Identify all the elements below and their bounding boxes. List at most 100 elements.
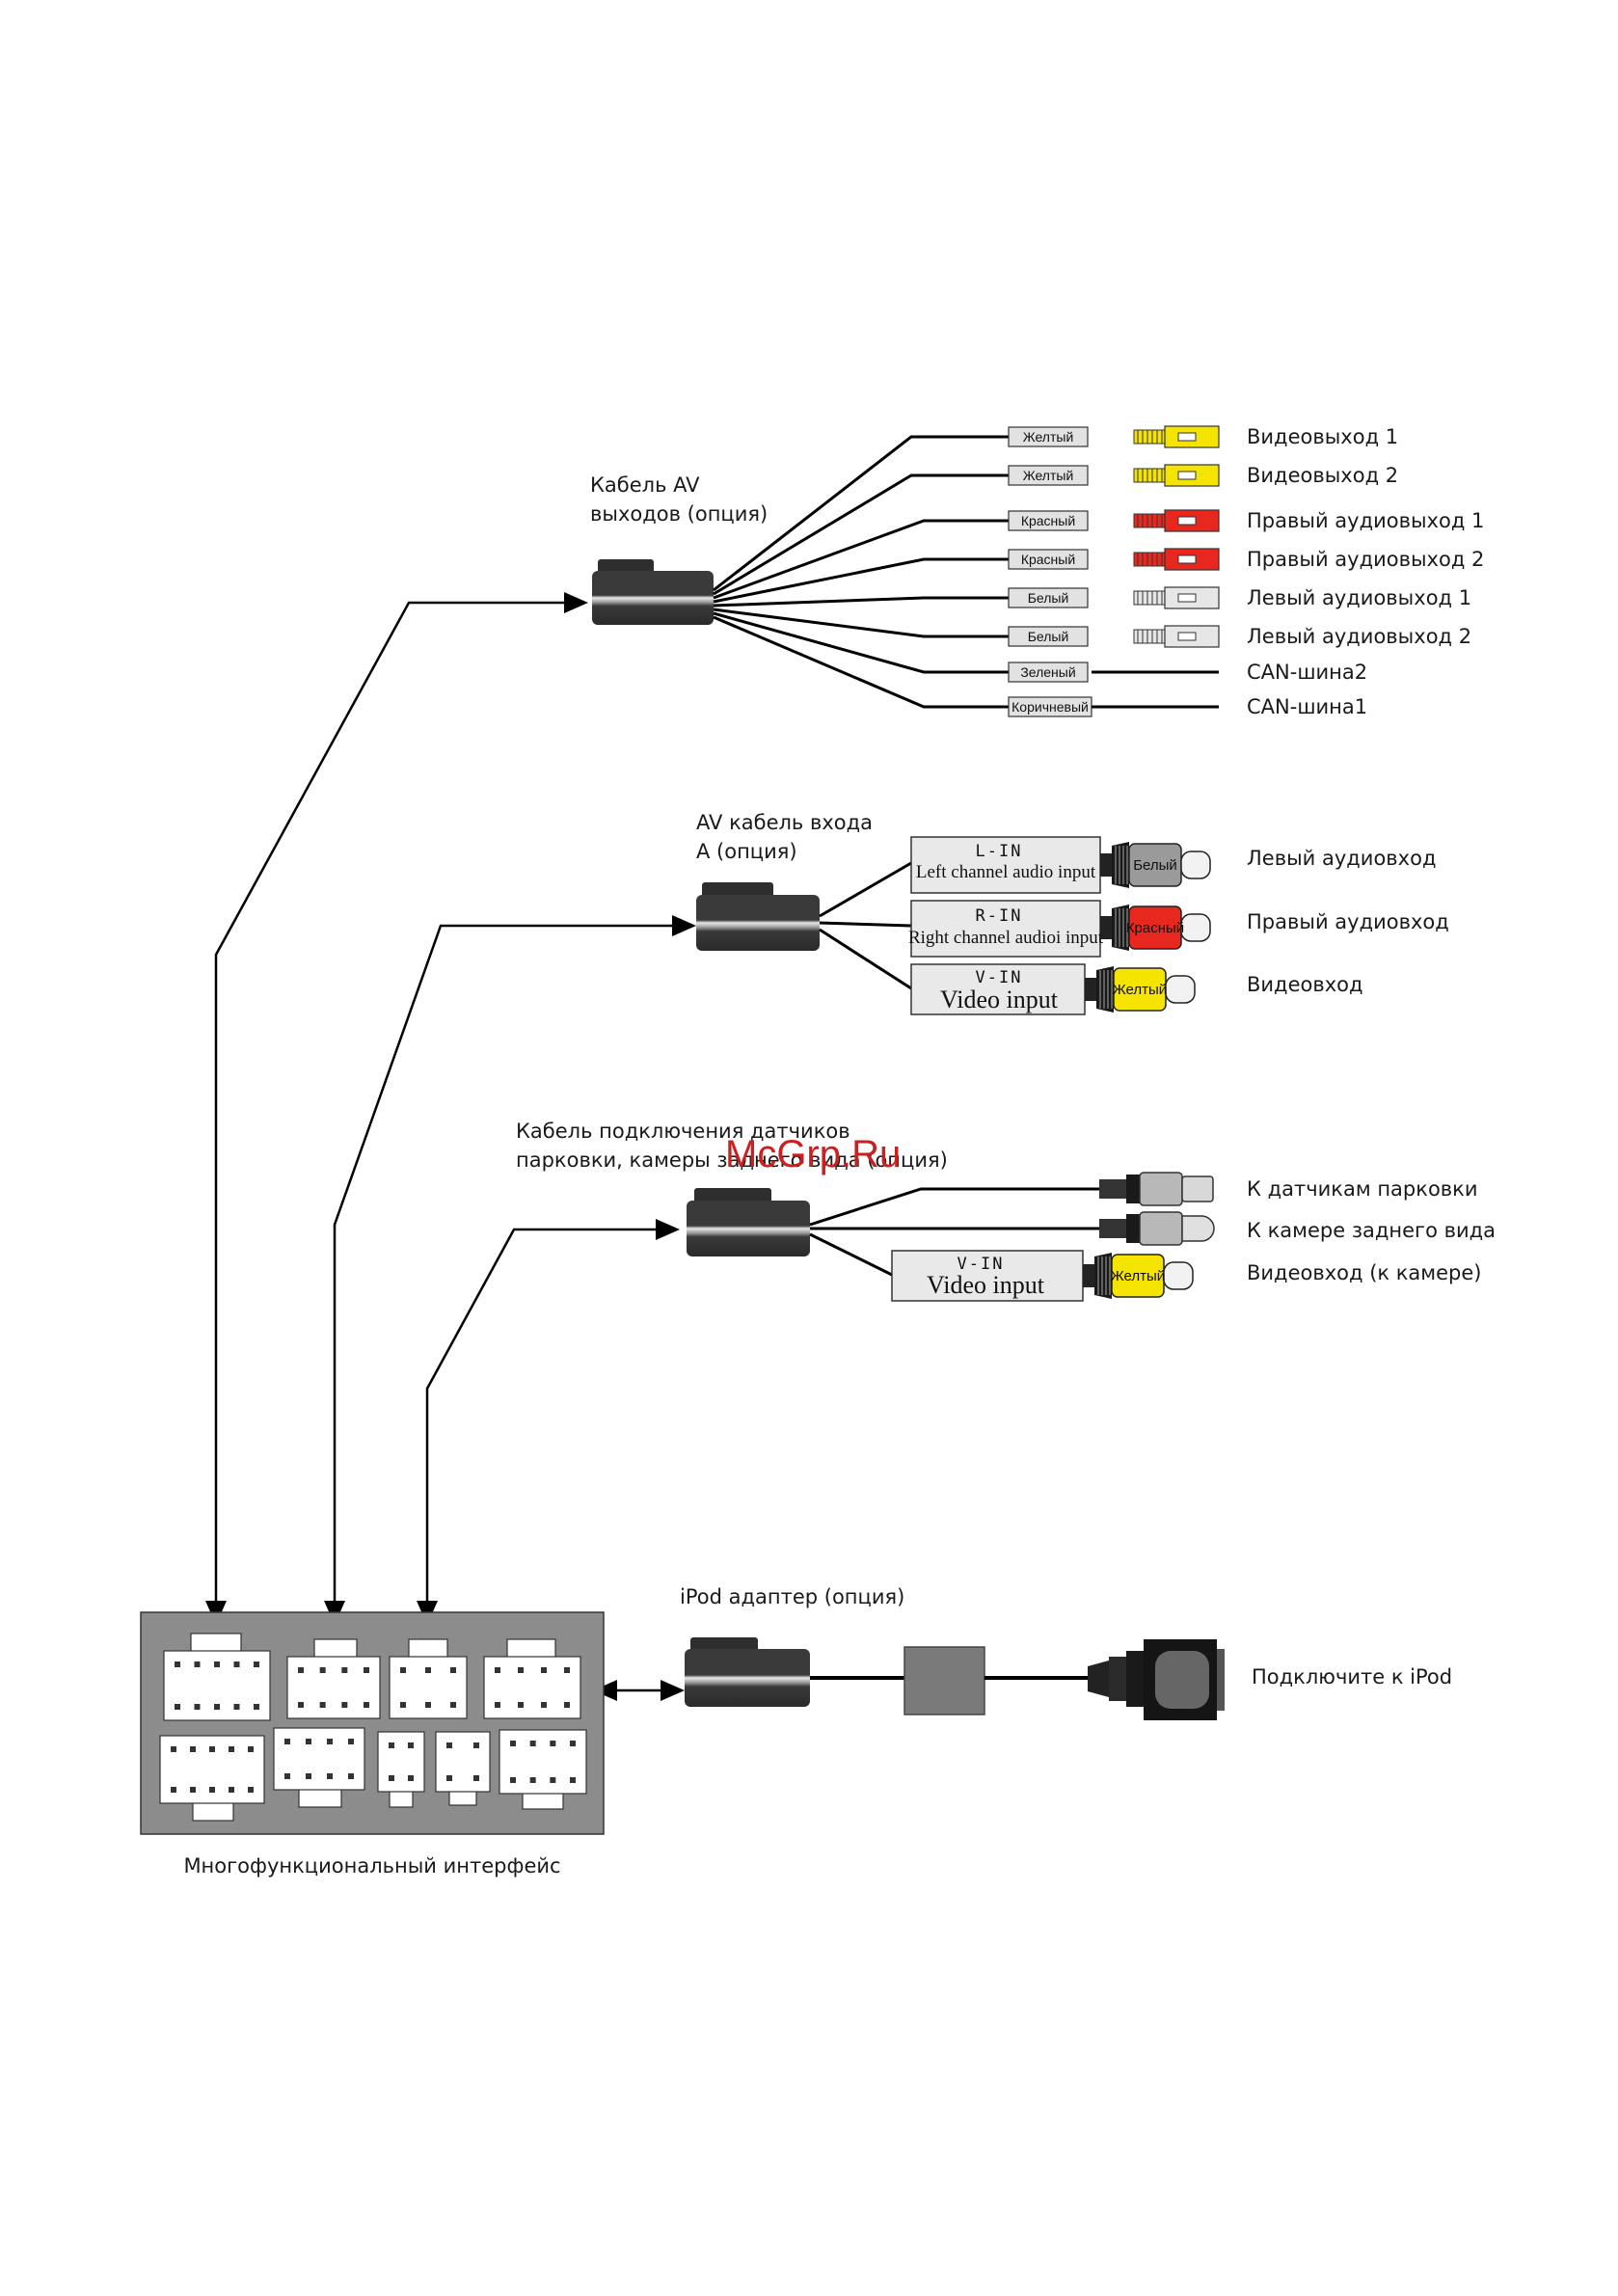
av-output-connector-body: [592, 559, 714, 625]
av-output-label: CAN-шина2: [1247, 661, 1367, 684]
av-input-wires: [819, 861, 912, 990]
av-output-label: Левый аудиовыход 1: [1247, 586, 1471, 609]
socket-pin: [495, 1702, 500, 1708]
socket-pin: [364, 1702, 369, 1708]
socket-pin: [319, 1702, 326, 1708]
socket-pin: [248, 1746, 254, 1752]
av-output-label: Левый аудиовыход 2: [1247, 625, 1471, 648]
socket-pin: [446, 1742, 452, 1748]
box-code-lin: L-IN: [976, 842, 1023, 861]
plug-color-tag: Белый: [1133, 857, 1177, 874]
wire-color-tag-text: Желтый: [1023, 468, 1074, 483]
wire-color-tag: [1008, 465, 1089, 486]
socket-pin: [510, 1741, 516, 1746]
sensor-label-line2: парковки, камеры заднего вида (опция): [516, 1148, 948, 1172]
wire-color-tag-text: Красный: [1021, 513, 1075, 528]
socket-pin: [450, 1702, 456, 1708]
label-video-in-camera: Видеовход (к камере): [1247, 1261, 1482, 1284]
socket-pin: [284, 1739, 290, 1744]
box-text-right: Right channel audioi input: [908, 928, 1104, 948]
av-output-label: CAN-шина1: [1247, 695, 1367, 718]
arrow-av-output: [214, 601, 569, 1604]
sensor-connector-body: [687, 1188, 810, 1256]
plug-color-tag: Красный: [1126, 920, 1184, 936]
socket-pin: [450, 1667, 456, 1673]
socket-pin: [341, 1667, 348, 1673]
rca-connector-icon: [1133, 509, 1220, 532]
interface-socket: [273, 1727, 365, 1808]
rca-plug-icon: Красный: [1100, 905, 1211, 951]
socket-pin: [171, 1787, 176, 1793]
socket-pin: [194, 1704, 201, 1710]
ipod-connector-body: [685, 1637, 810, 1707]
interface-socket: [163, 1633, 271, 1721]
socket-pin: [425, 1667, 431, 1673]
socket-pin: [175, 1661, 180, 1667]
sensor-label-line1: Кабель подключения датчиков: [516, 1120, 850, 1143]
rca-connector-icon: [1133, 625, 1220, 648]
socket-pin: [570, 1777, 576, 1783]
rca-connector-icon: [1133, 548, 1220, 571]
socket-pin: [306, 1739, 311, 1744]
av-output-row: Зеленый CAN-шина2: [1008, 661, 1367, 684]
label-right-audio-in: Правый аудиовход: [1247, 910, 1449, 933]
wire-color-tag-text: Зеленый: [1020, 664, 1075, 680]
arrowhead-icon: [593, 1680, 617, 1701]
ipod-adapter: iPod адаптер (опция) Подключите к iPod: [680, 1585, 1452, 1720]
socket-pin: [518, 1667, 524, 1673]
socket-pin: [550, 1741, 556, 1746]
connection-arrows: [214, 601, 675, 1692]
socket-pin: [550, 1777, 556, 1783]
socket-pin: [564, 1702, 570, 1708]
wire-color-tag: [1008, 587, 1089, 608]
label-left-audio-in: Левый аудиовход: [1247, 847, 1436, 870]
interface-socket: [286, 1638, 381, 1719]
socket-pin: [473, 1775, 479, 1781]
wire-color-tag-text: Желтый: [1023, 429, 1074, 445]
socket-pin: [298, 1702, 304, 1708]
socket-pin: [518, 1702, 524, 1708]
socket-pin: [400, 1702, 406, 1708]
socket-pin: [364, 1667, 369, 1673]
rca-connector-icon: [1133, 586, 1220, 609]
rca-connector-icon: [1133, 425, 1220, 448]
label-parking-sensors: К датчикам парковки: [1247, 1177, 1478, 1201]
av-output-label-line1: Кабель AV: [590, 473, 700, 497]
box-code-vin: V-IN: [976, 968, 1023, 987]
socket-pin: [284, 1773, 290, 1779]
box-text-left: Left channel audio input: [916, 862, 1096, 882]
watermark: McGrp.Ru: [725, 1133, 901, 1175]
socket-pin: [298, 1667, 304, 1673]
arrowhead-icon: [661, 1680, 685, 1701]
av-output-label: Правый аудиовыход 2: [1247, 548, 1484, 571]
av-input-box-left: L-IN Left channel audio input: [910, 836, 1101, 894]
arrow-av-input: [333, 924, 675, 1604]
box-text-video: Video input: [940, 986, 1059, 1013]
socket-pin: [408, 1775, 414, 1781]
plug-color-tag: Желтый: [1113, 982, 1167, 998]
box-code-vin-camera: V-IN: [957, 1255, 1005, 1274]
socket-pin: [175, 1704, 180, 1710]
ipod-adapter-label: iPod адаптер (опция): [680, 1585, 904, 1608]
interface-socket: [389, 1638, 468, 1719]
label-rear-camera: К камере заднего вида: [1247, 1219, 1496, 1242]
wire-color-tag: [1008, 626, 1089, 647]
sensor-cable: Кабель подключения датчиков парковки, ка…: [516, 1120, 1496, 1302]
arrow-sensor: [425, 1228, 663, 1604]
socket-pin: [327, 1739, 333, 1744]
socket-pin: [570, 1741, 576, 1746]
multifunction-interface: Многофункциональный интерфейс: [140, 1611, 605, 1877]
socket-pin: [529, 1741, 536, 1746]
socket-pin: [348, 1773, 354, 1779]
socket-pin: [425, 1702, 431, 1708]
socket-pin: [341, 1702, 348, 1708]
